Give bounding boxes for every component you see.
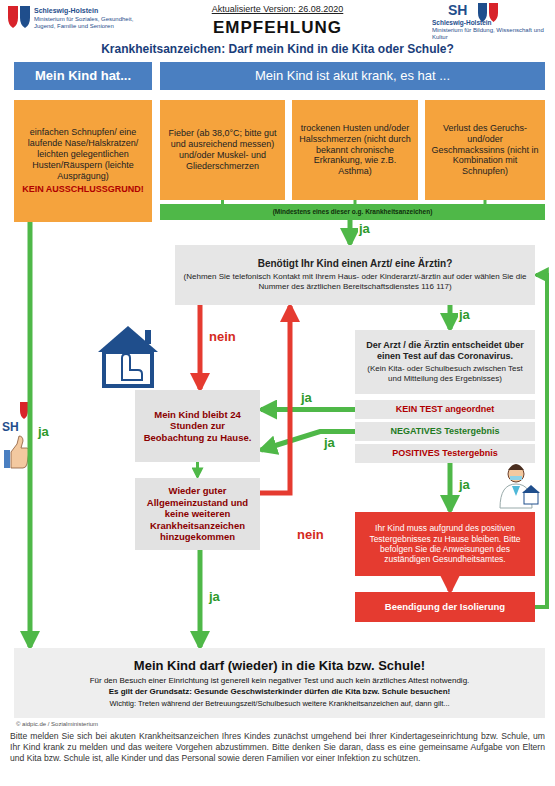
edge-label: ja — [208, 590, 221, 603]
node-text: KEIN AUSSCHLUSSGRUND! — [19, 184, 147, 195]
house-icon — [98, 326, 158, 386]
node-text: Fieber (ab 38,0°C; bitte gut und ausreic… — [165, 128, 280, 172]
node-text: (Nehmen Sie telefonisch Kontakt mit Ihre… — [180, 272, 530, 292]
flow-arrow — [448, 463, 453, 511]
header-box: Mein Kind ist akut krank, es hat ... — [160, 62, 545, 90]
flow-arrow — [448, 576, 453, 591]
flow-arrow — [261, 432, 355, 451]
condition-bar: (Mindestens eines dieser o.g. Krankheits… — [160, 204, 545, 220]
flow-arrow — [260, 306, 290, 493]
node-text: Wichtig: Treten während der Betreuungsze… — [19, 699, 540, 708]
caption: Bitte melden Sie sich bei akuten Krankhe… — [10, 731, 545, 765]
symptom-box: Verlust des Geruchs- und/oder Geschmacks… — [425, 100, 545, 200]
node-text: Es gilt der Grundsatz: Gesunde Geschwist… — [19, 687, 540, 697]
symptom-box: einfachen Schnupfen/ eine laufende Nase/… — [14, 100, 152, 222]
result-box: KEIN TEST angeordnet — [355, 400, 535, 419]
node-text: Beendigung der Isolierung — [360, 601, 530, 613]
process-box: Der Arzt / die Ärztin entscheidet über e… — [355, 330, 535, 394]
node-text: Wieder guter Allgemeinzustand und keine … — [140, 485, 255, 543]
flow-arrow — [448, 305, 453, 329]
doctor-icon — [500, 464, 540, 508]
node-text: Mein Kind darf (wieder) in die Kita bzw.… — [19, 658, 540, 674]
logo-shield — [8, 6, 30, 28]
edge-label: ja — [458, 308, 471, 321]
flow-arrow — [196, 462, 199, 477]
flow-arrow — [28, 222, 33, 647]
edge-label: ja — [323, 436, 336, 449]
node-text: Mein Kind hat... — [19, 68, 147, 84]
node-text: einfachen Schnupfen/ eine laufende Nase/… — [19, 127, 147, 182]
subtitle: Krankheitsanzeichen: Darf mein Kind in d… — [40, 42, 515, 56]
node-text: (Mindestens eines dieser o.g. Krankheits… — [164, 208, 541, 216]
node-text: NEGATIVES Testergebnis — [359, 426, 531, 437]
node-text: Mein Kind bleibt 24 Stunden zur Beobacht… — [140, 409, 255, 444]
node-text: Mein Kind ist akut krank, es hat ... — [165, 68, 540, 84]
logo-text: Schleswig-Holstein — [34, 7, 144, 15]
node-text: Verlust des Geruchs- und/oder Geschmacks… — [430, 123, 540, 178]
edge-label: ja — [37, 425, 50, 438]
result-box: NEGATIVES Testergebnis — [355, 422, 535, 441]
outcome-box: Mein Kind darf (wieder) in die Kita bzw.… — [14, 648, 545, 718]
logo-text: Schleswig-Holstein — [432, 19, 550, 27]
title: EMPFEHLUNG — [150, 18, 405, 38]
edge-label: nein — [296, 528, 325, 541]
node-text: Benötigt Ihr Kind einen Arzt/ eine Ärzti… — [180, 258, 530, 270]
node-text: Für den Besuch einer Einrichtung ist gen… — [19, 676, 540, 686]
logo-shield — [20, 402, 28, 419]
edge-label: ja — [458, 478, 471, 491]
edge-label: ja — [358, 222, 371, 235]
flow-arrow — [261, 407, 355, 412]
decision-box: Wieder guter Allgemeinzustand und keine … — [135, 478, 260, 550]
logo-text: SH — [448, 2, 478, 19]
flow-arrow — [348, 220, 353, 244]
header-box: Mein Kind hat... — [14, 62, 152, 90]
logo-text: Ministerium für Bildung, Wissenschaft un… — [432, 27, 550, 41]
thumbs-up-icon — [4, 436, 29, 468]
logo-text: Ministerium für Soziales, Gesundheit, Ju… — [34, 16, 146, 30]
logo-text: SH — [2, 420, 28, 434]
decision-box: Benötigt Ihr Kind einen Arzt/ eine Ärzti… — [175, 245, 535, 305]
copyright-note: © aidpic.de / Sozialministerium — [16, 721, 216, 728]
result-box: POSITIVES Testergebnis — [355, 444, 535, 463]
node-text: trockenen Husten und/oder Halsschmerzen … — [297, 123, 413, 178]
symptom-box: Fieber (ab 38,0°C; bitte gut und ausreic… — [160, 100, 285, 200]
flow-arrow — [198, 550, 203, 647]
edge-label: nein — [208, 330, 237, 343]
isolation-box: Ihr Kind muss aufgrund des positiven Tes… — [355, 512, 535, 576]
node-text: Ihr Kind muss aufgrund des positiven Tes… — [360, 523, 530, 564]
node-text: KEIN TEST angeordnet — [359, 404, 531, 415]
process-box: Mein Kind bleibt 24 Stunden zur Beobacht… — [135, 390, 260, 462]
node-text: (Kein Kita- oder Schulbesuch zwischen Te… — [360, 364, 530, 384]
flow-arrow — [535, 275, 547, 607]
version-note: Aktualisierte Version: 26.08.2020 — [150, 4, 405, 15]
node-text: Der Arzt / die Ärztin entscheidet über e… — [360, 340, 530, 362]
node-text: POSITIVES Testergebnis — [359, 448, 531, 459]
flow-arrow — [198, 305, 203, 389]
edge-label: ja — [300, 391, 313, 404]
symptom-box: trockenen Husten und/oder Halsschmerzen … — [292, 100, 418, 200]
isolation-box: Beendigung der Isolierung — [355, 592, 535, 622]
